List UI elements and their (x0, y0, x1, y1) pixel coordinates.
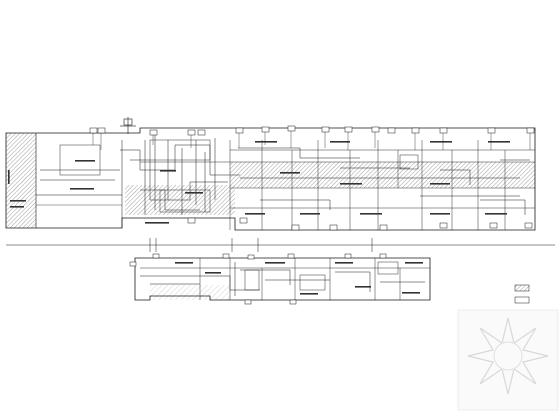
pipe-runs (40, 135, 530, 215)
lower-building-outline (134, 257, 431, 301)
star-watermark-icon (457, 309, 559, 411)
legend-hatched-symbol (514, 284, 530, 292)
lower-pipe-runs (140, 262, 425, 296)
room-partitions (59, 139, 535, 230)
lower-floor-plan (129, 253, 431, 305)
lower-annotation-marks (175, 262, 423, 295)
lower-equipment-tags (129, 253, 387, 305)
legend (514, 284, 530, 304)
building-outline (5, 127, 536, 231)
hatched-end-wall (6, 133, 36, 228)
lower-room-partitions (140, 258, 430, 300)
north-arrow-icon (120, 117, 136, 134)
upper-floor-plan (5, 117, 536, 231)
equipment-tags (89, 125, 535, 231)
legend-blank-symbol (514, 296, 530, 304)
tag-leaders (92, 131, 531, 150)
lower-hatched-zone (150, 285, 230, 300)
annotation-marks (8, 141, 510, 224)
axis-line (6, 238, 555, 252)
hatched-band (230, 162, 535, 188)
